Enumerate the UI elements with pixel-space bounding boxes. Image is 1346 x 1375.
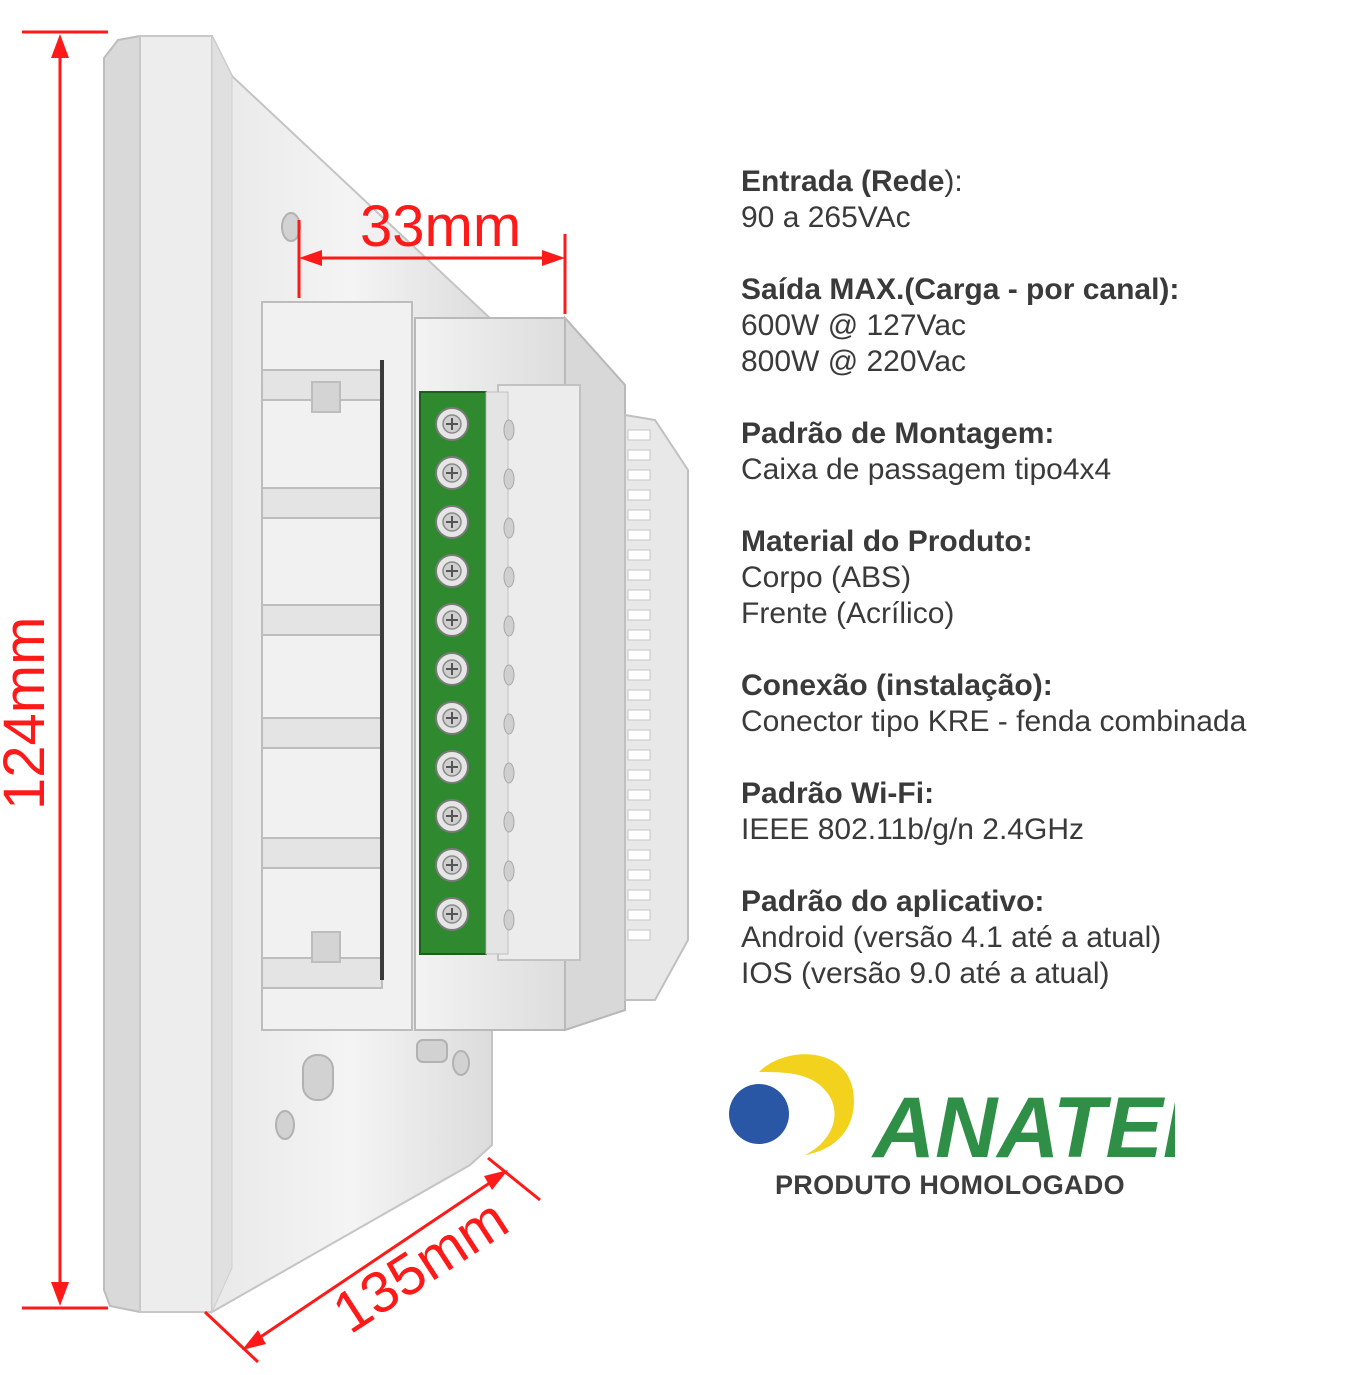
spec-value: IEEE 802.11b/g/n 2.4GHz — [741, 813, 1084, 846]
vent-slot — [627, 529, 651, 541]
vent-slot — [627, 789, 651, 801]
spec-value: Corpo (ABS) — [741, 561, 912, 594]
spec-value: Android (versão 4.1 até a atual) — [741, 921, 1162, 954]
vent-slot — [627, 929, 651, 941]
terminal-block — [419, 391, 515, 955]
spec-title-text: Padrão do aplicativo: — [741, 885, 1045, 918]
side-ventilation-slots — [627, 429, 651, 941]
terminal-screw-icon — [435, 848, 515, 882]
spec-title: Saída MAX.(Carga - por canal): — [741, 272, 1341, 308]
anatel-wordmark: ANATEL — [871, 1080, 1175, 1176]
vent-slot — [627, 429, 651, 441]
vent-slot — [627, 509, 651, 521]
spec-title: Padrão de Montagem: — [741, 416, 1341, 452]
vent-slot — [627, 669, 651, 681]
spec-title-text: Saída MAX.(Carga - por canal): — [741, 273, 1180, 306]
spec-item: Saída MAX.(Carga - por canal):600W @ 127… — [741, 272, 1341, 380]
terminal-screw-icon — [435, 505, 515, 539]
vent-slot — [627, 449, 651, 461]
vent-slot — [627, 849, 651, 861]
vent-slot — [627, 609, 651, 621]
terminal-screw-icon — [435, 603, 515, 637]
vent-slot — [627, 569, 651, 581]
vent-slot — [627, 489, 651, 501]
spec-title: Conexão (instalação): — [741, 668, 1341, 704]
spec-value: Caixa de passagem tipo4x4 — [741, 453, 1112, 486]
spec-title: Padrão do aplicativo: — [741, 884, 1341, 920]
spec-title: Padrão Wi-Fi: — [741, 776, 1341, 812]
spec-value: Conector tipo KRE - fenda combinada — [741, 705, 1247, 738]
anatel-blue-circle — [729, 1084, 789, 1144]
terminal-screw-icon — [435, 799, 515, 833]
dimension-height-label: 124mm — [0, 617, 57, 810]
spec-value: 600W @ 127Vac — [741, 309, 967, 342]
terminal-screw-icon — [435, 750, 515, 784]
spec-title-suffix: ): — [944, 165, 963, 198]
vent-slot — [627, 889, 651, 901]
spec-title-text: Conexão (instalação): — [741, 669, 1053, 702]
vent-slot — [627, 729, 651, 741]
mounting-bracket — [261, 301, 413, 1031]
spec-title: Entrada (Rede): — [741, 164, 1341, 200]
terminal-screw-icon — [435, 652, 515, 686]
vent-slot — [627, 829, 651, 841]
spec-title-text: Entrada (Rede — [741, 165, 945, 198]
vent-slot — [627, 709, 651, 721]
dimension-height — [22, 30, 108, 1310]
spec-title-text: Padrão Wi-Fi: — [741, 777, 935, 810]
spec-value: IOS (versão 9.0 até a atual) — [741, 957, 1110, 990]
mounting-holes — [275, 212, 470, 1140]
terminal-screw-icon — [435, 407, 515, 441]
terminal-screw-icon — [435, 897, 515, 931]
spec-item: Conexão (instalação):Conector tipo KRE -… — [741, 668, 1341, 740]
spec-title: Material do Produto: — [741, 524, 1341, 560]
dimension-width — [203, 1156, 541, 1364]
spec-title-text: Padrão de Montagem: — [741, 417, 1055, 450]
vent-slot — [627, 589, 651, 601]
spec-item: Material do Produto:Corpo (ABS)Frente (A… — [741, 524, 1341, 632]
spec-item: Padrão do aplicativo:Android (versão 4.1… — [741, 884, 1341, 992]
vent-slot — [627, 769, 651, 781]
terminal-screw-icon — [435, 701, 515, 735]
terminal-screw-icon — [435, 456, 515, 490]
spec-value: 90 a 265VAc — [741, 201, 911, 234]
terminal-screw-icon — [435, 554, 515, 588]
vent-slot — [627, 629, 651, 641]
vent-slot — [627, 869, 651, 881]
vent-slot — [627, 689, 651, 701]
spec-item: Entrada (Rede):90 a 265VAc — [741, 164, 1341, 236]
spec-value: Frente (Acrílico) — [741, 597, 955, 630]
spec-item: Padrão Wi-Fi:IEEE 802.11b/g/n 2.4GHz — [741, 776, 1341, 848]
anatel-yellow-swoosh — [759, 1054, 854, 1155]
spec-item: Padrão de Montagem:Caixa de passagem tip… — [741, 416, 1341, 488]
front-frame — [103, 34, 213, 1314]
vent-slot — [627, 749, 651, 761]
anatel-logo: ANATEL — [729, 1054, 1175, 1176]
vent-slot — [627, 809, 651, 821]
vent-slot — [627, 909, 651, 921]
spec-title-text: Material do Produto: — [741, 525, 1033, 558]
dimension-depth — [297, 220, 567, 314]
vent-slot — [627, 649, 651, 661]
anatel-subtitle: PRODUTO HOMOLOGADO — [775, 1170, 1125, 1200]
vent-slot — [627, 549, 651, 561]
vent-slot — [627, 469, 651, 481]
dimension-depth-label: 33mm — [360, 194, 521, 259]
spec-value: 800W @ 220Vac — [741, 345, 967, 378]
